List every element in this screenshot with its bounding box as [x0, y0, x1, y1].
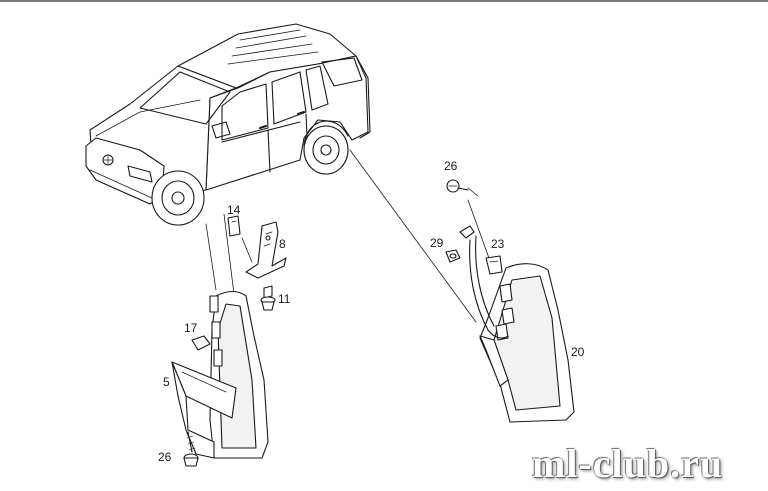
callout-29: 29 — [430, 236, 444, 250]
callout-5: 5 — [163, 375, 170, 389]
callout-23: 23 — [491, 237, 505, 251]
callout-26-upper: 26 — [444, 159, 458, 173]
leader-lines — [205, 149, 495, 323]
small-parts-left — [227, 215, 287, 311]
callout-17: 17 — [184, 321, 198, 335]
callout-8: 8 — [279, 237, 286, 251]
front-mudflap-assembly — [171, 290, 269, 467]
watermark-logo: ml-club.ru — [532, 441, 724, 486]
callout-26-lower: 26 — [158, 450, 172, 464]
callout-20: 20 — [571, 345, 585, 359]
top-border — [0, 0, 768, 2]
callout-11: 11 — [278, 292, 291, 306]
rear-mudflap-assembly — [445, 179, 575, 423]
callout-14: 14 — [227, 203, 241, 217]
vehicle-drawing — [85, 23, 371, 226]
